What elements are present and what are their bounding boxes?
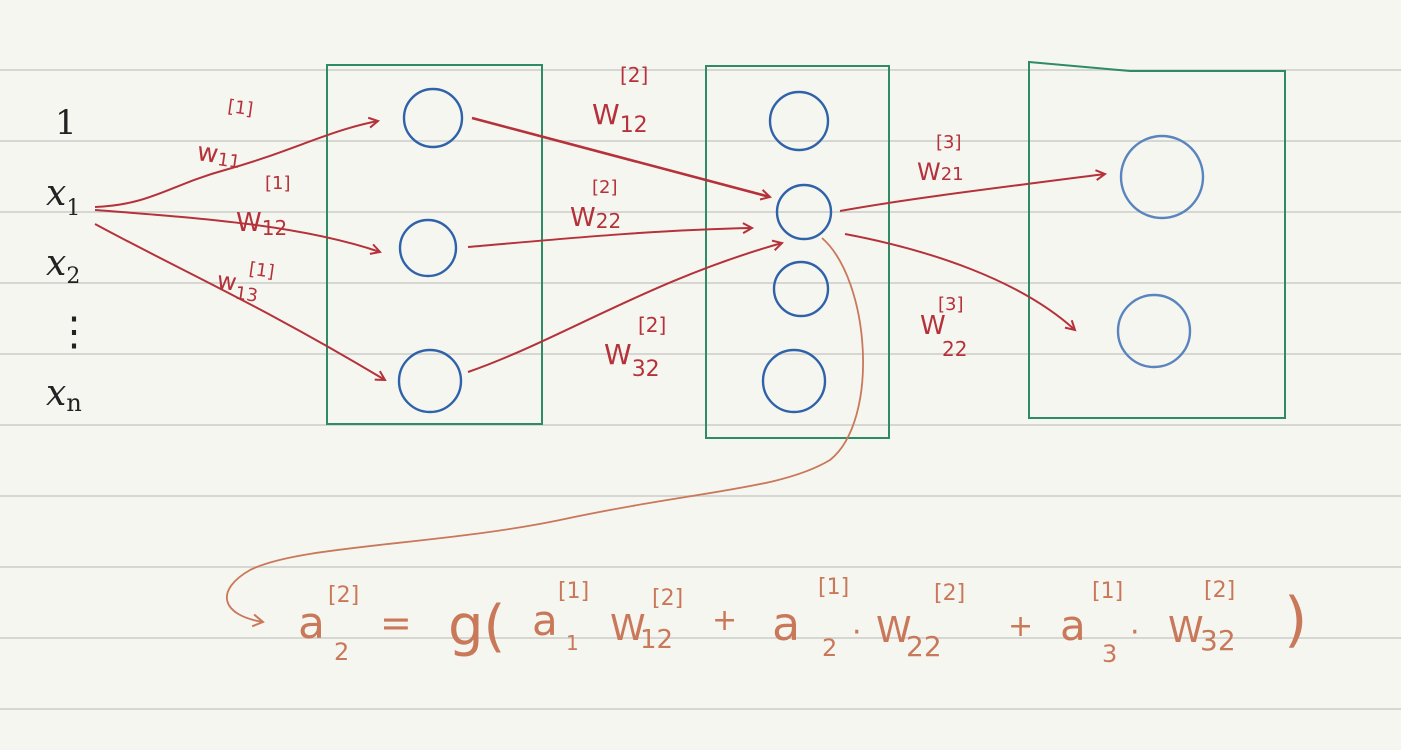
neuron-l2-3: [772, 260, 830, 318]
input-xn: xn: [46, 373, 82, 417]
neuron-l3-1: [1119, 134, 1205, 220]
formula-dot-1: ·: [852, 615, 862, 650]
weight-label-w3-21: W21[3]: [917, 132, 964, 186]
weight-labels: w11[1] W12[1] w13[1] W12[2] W22[2] W32[2…: [195, 63, 967, 382]
arrow-l1n2-to-l2n2: [467, 228, 752, 248]
neuron-l1-1: [402, 87, 464, 149]
neuron-l1-2: [398, 218, 458, 278]
neuron-l2-4: [761, 348, 827, 414]
arrow-l2n2-to-l3n2: [844, 233, 1075, 330]
weight-label-w2-12: W12[2]: [592, 63, 648, 138]
neurons: [397, 87, 833, 414]
neuron-l1-3: [397, 348, 463, 414]
formula-term1-a: a 1 [1]: [532, 579, 592, 660]
bias-input: 1: [55, 103, 77, 143]
layer-3-box: [1028, 60, 1286, 419]
neuron-l2-2: [775, 183, 833, 241]
activation-formula: a 2 [2] = g( a 1 [1] W 12 [2] + a 2 [1] …: [298, 575, 1307, 672]
arrow-x1-to-l1n1: [94, 121, 378, 208]
arrow-l1n1-to-l2n2: [471, 116, 770, 197]
formula-lhs: a 2 [2]: [298, 583, 363, 671]
arrow-x1-to-l1n2: [94, 209, 380, 252]
layer-1-box: [326, 64, 543, 425]
weight-arrows: [94, 116, 1105, 380]
weight-label-w1-11: w11[1]: [195, 93, 254, 174]
input-x1: x1: [46, 173, 80, 221]
formula-dot-2: ·: [1130, 615, 1140, 650]
formula-equals: =: [380, 601, 412, 645]
neuron-l2-1: [768, 90, 830, 152]
formula-g-open: g(: [448, 594, 505, 659]
formula-plus-1: +: [712, 603, 737, 638]
formula-close: ): [1284, 585, 1307, 655]
weight-label-w2-32: W32[2]: [604, 313, 666, 382]
layer-boxes: [326, 60, 1286, 439]
formula-plus-2: +: [1008, 609, 1033, 644]
arrow-l2n2-to-l3n1: [839, 174, 1105, 212]
formula-term3-w: W 32 [2]: [1168, 578, 1247, 659]
arrow-x1-to-l1n3: [94, 223, 385, 380]
formula-term2-w: W 22 [2]: [876, 581, 965, 665]
input-x2: x2: [46, 243, 80, 289]
neuron-l3-2: [1116, 293, 1192, 369]
output-neurons: [1116, 134, 1205, 369]
weight-label-w2-22: W22[2]: [570, 177, 621, 233]
inputs: 1 x1 x2 ⋮ xn: [46, 103, 94, 417]
layer-2-box: [705, 65, 890, 439]
formula-term3-a: a 3 [1]: [1060, 579, 1131, 672]
arrow-l1n3-to-l2n2: [467, 243, 782, 373]
formula-term1-w: W 12 [2]: [610, 586, 685, 657]
input-ellipsis: ⋮: [54, 309, 94, 355]
weight-label-w1-13: w13[1]: [214, 254, 276, 308]
pointer-to-formula: [225, 237, 864, 628]
formula-term2-a: a 2 [1]: [772, 575, 852, 667]
ruled-lines: [0, 69, 1401, 710]
weight-label-w1-12: W12[1]: [236, 173, 291, 240]
